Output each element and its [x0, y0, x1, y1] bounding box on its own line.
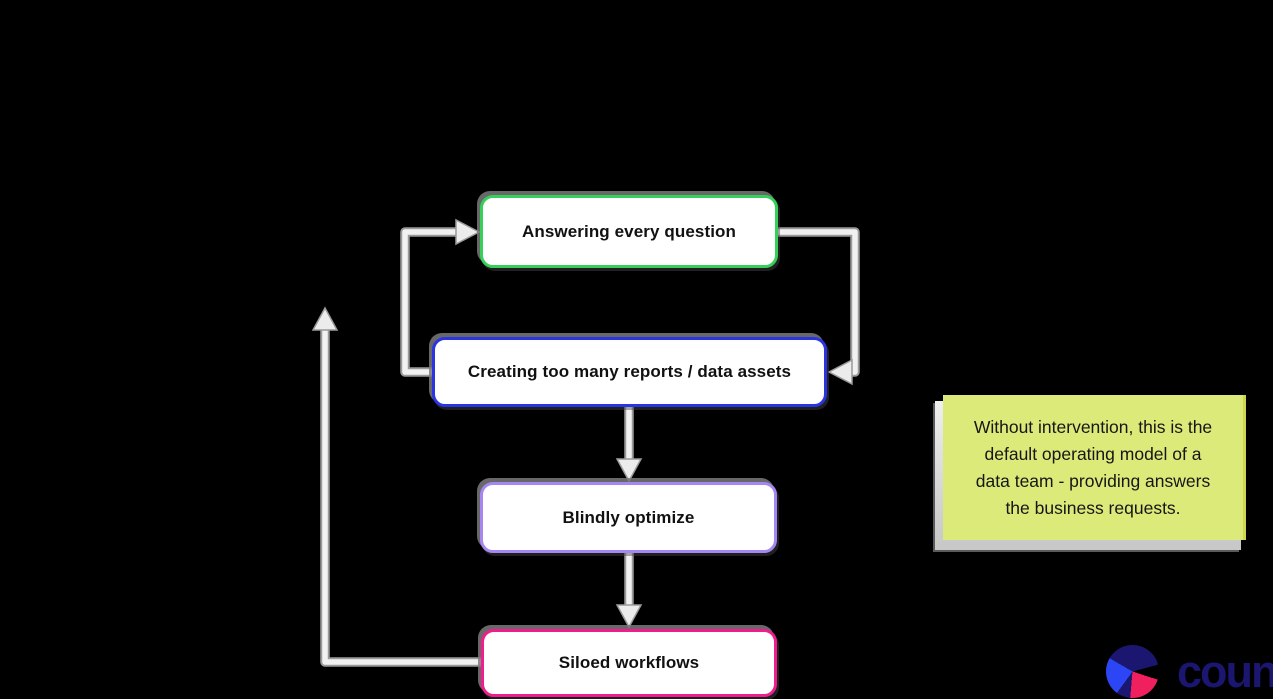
count-logo: count: [1106, 645, 1273, 698]
sticky-note-text-line: default operating model of a: [984, 443, 1202, 464]
count-logo-wordmark: count: [1177, 646, 1273, 697]
sticky-note-text-line: the business requests.: [1005, 497, 1181, 518]
arrowhead-up-icon: [311, 306, 339, 331]
node-creating-too-many-reports[interactable]: Creating too many reports / data assets: [432, 337, 827, 407]
node-label: Blindly optimize: [562, 507, 695, 527]
connector-blindly-to-siloed: [615, 553, 643, 629]
node-label: Creating too many reports / data assets: [467, 362, 792, 381]
node-label: Siloed workflows: [558, 653, 700, 672]
connector-creating-to-blindly: [615, 407, 643, 483]
sticky-note[interactable]: Without intervention, this is the defaul…: [943, 395, 1246, 540]
arrowhead-left-icon: [827, 358, 853, 386]
node-siloed-workflows[interactable]: Siloed workflows: [481, 629, 777, 697]
arrowhead-down-icon: [615, 604, 643, 629]
count-logo-mark-icon: [1106, 645, 1159, 698]
arrowhead-down-icon: [615, 458, 643, 483]
node-answering-every-question[interactable]: Answering every question: [480, 195, 778, 268]
arrowhead-right-icon: [455, 218, 481, 246]
node-label: Answering every question: [521, 221, 736, 241]
node-blindly-optimize[interactable]: Blindly optimize: [480, 482, 777, 553]
sticky-note-text-line: Without intervention, this is the: [973, 416, 1213, 437]
sticky-note-text-line: data team - providing answers: [975, 470, 1211, 491]
